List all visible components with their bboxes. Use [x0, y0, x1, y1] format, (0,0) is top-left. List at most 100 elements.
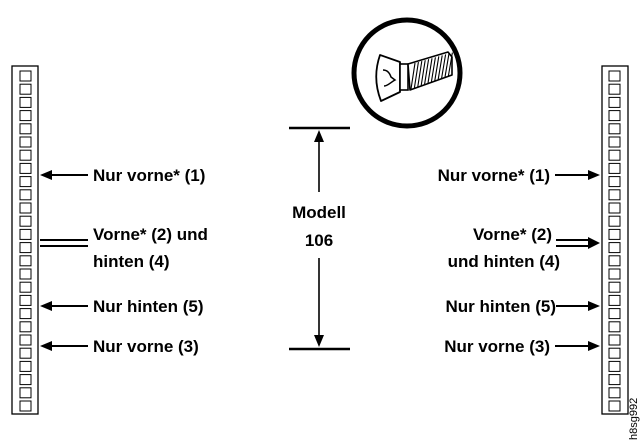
screw-thread-line	[417, 61, 423, 87]
right-arrowhead-front-only	[588, 170, 600, 180]
right-labels: Nur vorne* (1) Vorne* (2) und hinten (4)…	[438, 166, 560, 356]
rack-hole	[19, 70, 32, 82]
rack-hole	[19, 360, 32, 372]
left-labels: Nur vorne* (1) Vorne* (2) und hinten (4)…	[93, 166, 208, 356]
right-label-front-only-3: Nur vorne (3)	[444, 337, 550, 356]
screw-slot	[382, 69, 397, 87]
screw-thread-line	[444, 53, 450, 78]
rack-hole	[19, 242, 32, 254]
screw-shank	[399, 63, 409, 91]
rack-hole	[608, 347, 621, 359]
rack-hole	[608, 189, 621, 201]
rack-hole	[608, 110, 621, 122]
dimension-label-backdrop	[278, 196, 360, 254]
dimension-label-line2: 106	[305, 231, 333, 250]
left-rack-rail	[11, 65, 39, 415]
figure-id: h8sg992	[628, 398, 640, 440]
dimension-up-arrowhead	[314, 130, 324, 142]
left-arrowhead-front-only	[40, 170, 52, 180]
screw-thread-line	[430, 57, 436, 82]
rack-hole	[19, 96, 32, 108]
rack-hole	[608, 387, 621, 399]
rack-hole	[19, 321, 32, 333]
rack-hole	[19, 110, 32, 122]
rack-hole	[19, 255, 32, 267]
rack-hole	[608, 136, 621, 148]
rack-hole	[19, 281, 32, 293]
rack-hole	[608, 321, 621, 333]
rack-hole	[608, 162, 621, 174]
rack-hole	[19, 202, 32, 214]
rack-hole	[19, 189, 32, 201]
rack-hole	[19, 149, 32, 161]
rack-hole	[608, 281, 621, 293]
rack-hole	[608, 268, 621, 280]
rack-hole	[19, 162, 32, 174]
rack-hole	[19, 400, 32, 412]
right-arrows	[555, 170, 600, 351]
screw-thread-line	[434, 56, 440, 81]
right-label-front-back-line1: Vorne* (2)	[473, 225, 552, 244]
right-arrowhead-double	[588, 237, 600, 249]
left-label-front-back-line1: Vorne* (2) und	[93, 225, 208, 244]
screw-thread-line	[413, 61, 419, 88]
rack-hole	[19, 268, 32, 280]
rack-hole	[19, 334, 32, 346]
left-arrowhead-front-only-3	[40, 341, 52, 351]
dimension-down-arrowhead	[314, 335, 324, 347]
screw-head	[375, 54, 401, 102]
rack-hole	[19, 347, 32, 359]
rack-hole	[608, 334, 621, 346]
left-label-back-only: Nur hinten (5)	[93, 297, 204, 316]
rack-hole	[608, 400, 621, 412]
rack-hole	[608, 294, 621, 306]
rack-hole	[19, 176, 32, 188]
rack-hole	[608, 308, 621, 320]
rack-hole	[19, 123, 32, 135]
screw-threads	[410, 52, 453, 90]
left-label-front-back-line2: hinten (4)	[93, 252, 170, 271]
rack-hole	[608, 215, 621, 227]
rack-hole	[608, 96, 621, 108]
rack-hole	[19, 374, 32, 386]
left-arrows	[40, 170, 88, 351]
left-label-front-only-3: Nur vorne (3)	[93, 337, 199, 356]
rack-hole	[19, 294, 32, 306]
right-label-front-back-line2: und hinten (4)	[448, 252, 560, 271]
right-label-front-only: Nur vorne* (1)	[438, 166, 550, 185]
rack-hole	[608, 255, 621, 267]
dimension-label: Modell 106	[278, 196, 360, 254]
left-arrowhead-back-only	[40, 301, 52, 311]
rack-hole	[608, 374, 621, 386]
right-rack-rail	[601, 65, 629, 415]
dimension-label-line1: Modell	[292, 203, 346, 222]
rack-hole	[608, 228, 621, 240]
rack-hole	[608, 202, 621, 214]
right-label-back-only: Nur hinten (5)	[446, 297, 557, 316]
rack-hole	[19, 83, 32, 95]
rack-hole	[19, 308, 32, 320]
rack-hole	[19, 136, 32, 148]
right-arrowhead-back-only	[588, 301, 600, 311]
screw-thread-line	[420, 60, 426, 86]
dimension-indicator	[289, 126, 350, 351]
screw-thread-line	[427, 58, 433, 84]
rack-hole	[608, 70, 621, 82]
rack-hole	[19, 215, 32, 227]
rack-hole	[608, 123, 621, 135]
screw-icon	[351, 17, 463, 129]
rack-hole	[608, 83, 621, 95]
right-arrowhead-front-only-3	[588, 341, 600, 351]
rack-hole	[608, 242, 621, 254]
screw-thread-line	[424, 59, 430, 85]
rack-hole	[608, 176, 621, 188]
rack-hole	[608, 360, 621, 372]
screw-thread-line	[410, 62, 416, 90]
screw-thread-line	[447, 52, 453, 76]
rack-hole	[19, 228, 32, 240]
screw-thread-line	[437, 55, 443, 80]
screw-thread-line	[441, 54, 447, 79]
left-label-front-only: Nur vorne* (1)	[93, 166, 205, 185]
rack-hole	[608, 149, 621, 161]
